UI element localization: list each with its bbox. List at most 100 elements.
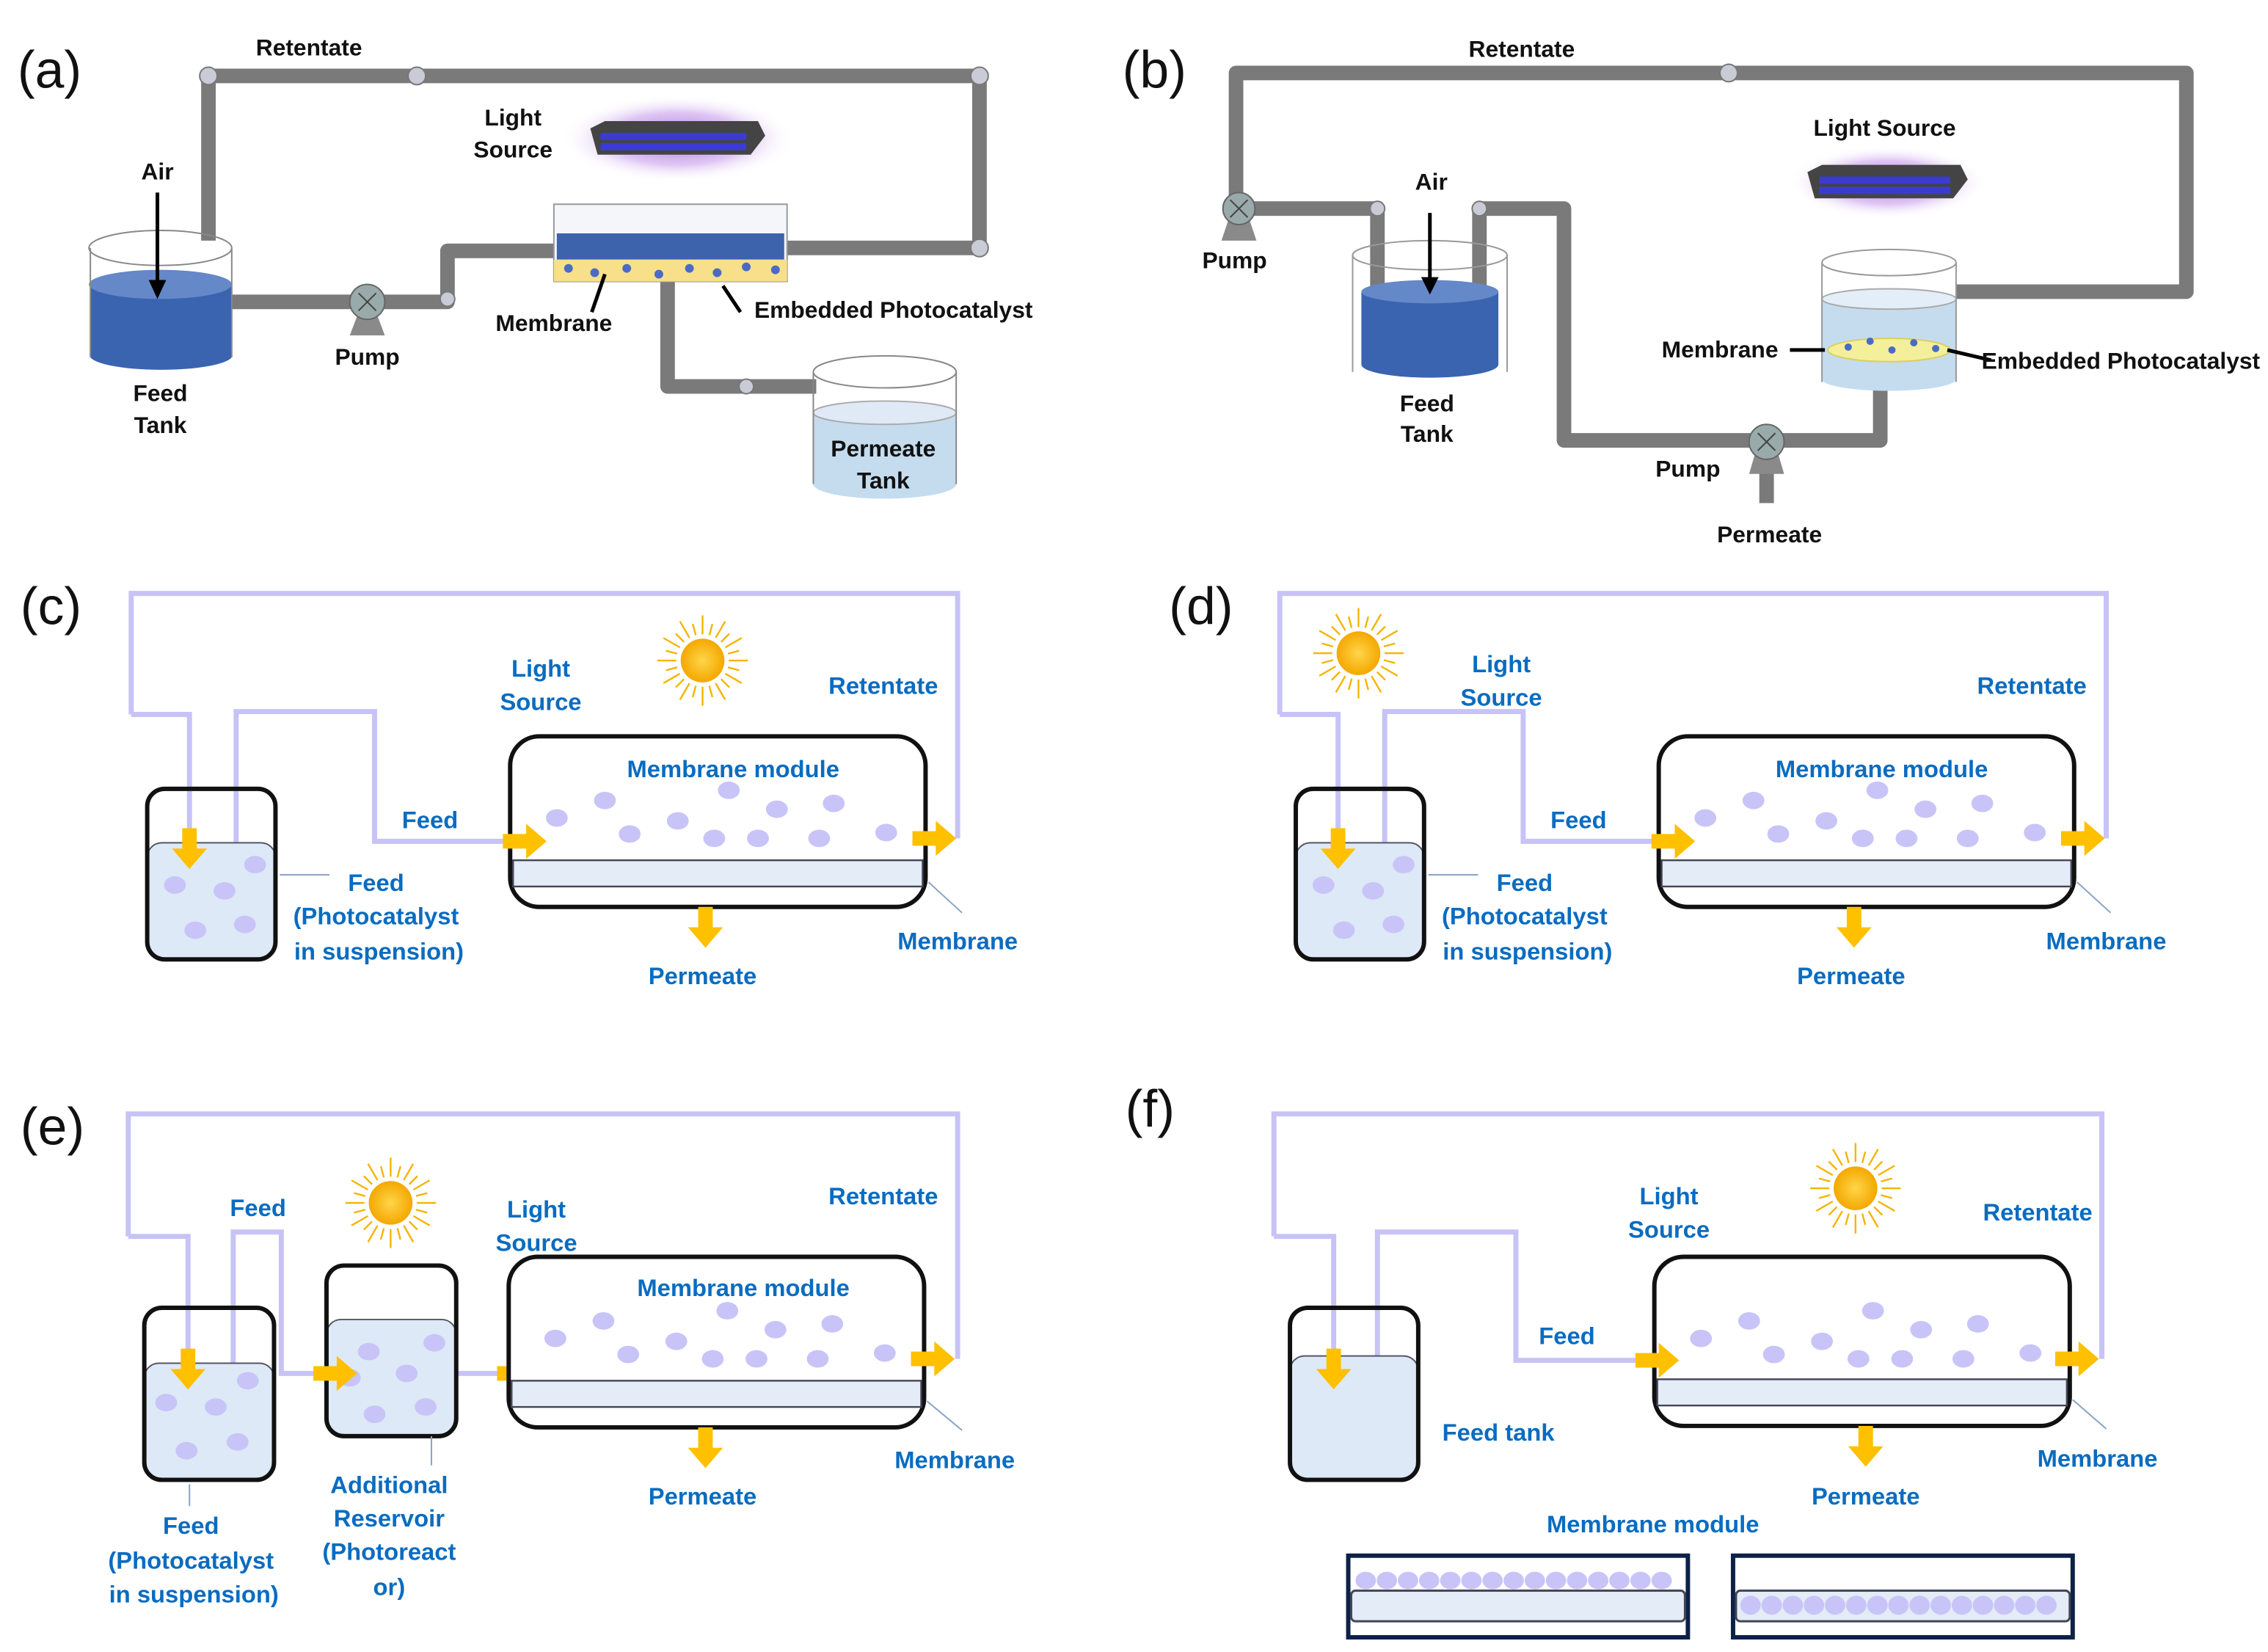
- membrane-module-icon: [1821, 248, 1957, 391]
- feed-label: Feed: [402, 806, 458, 833]
- pump-icon: [1221, 192, 1257, 241]
- flow-arrow-icon: [688, 906, 723, 948]
- reservoir-label-2: Reservoir: [334, 1504, 445, 1532]
- membrane-module: [1656, 734, 2076, 909]
- retentate-label: Retentate: [1977, 672, 2087, 699]
- light-source-label-2: Source: [500, 688, 581, 716]
- membrane-leader-line: [927, 881, 963, 914]
- membrane-leader-line: [926, 1400, 963, 1431]
- light-source-label-1: Light: [1472, 650, 1531, 677]
- feed-tank-label-2: Tank: [134, 412, 187, 438]
- flow-arrow-icon: [1651, 823, 1696, 859]
- photocatalyst-particles: [545, 781, 897, 848]
- feed-tank: [145, 786, 278, 962]
- uv-light-source-icon: [561, 95, 795, 183]
- feed-pipe: [231, 243, 557, 310]
- feed-tank-label-2: Tank: [1401, 421, 1454, 447]
- membrane-label: Membrane: [1662, 336, 1779, 363]
- flow-arrow-icon: [503, 823, 547, 859]
- flow-arrow-icon: [1848, 1425, 1884, 1467]
- permeate-tank-icon: [812, 354, 958, 499]
- photocatalyst-particles: [1690, 1302, 2042, 1368]
- flow-arrow-icon: [1320, 828, 1356, 870]
- feed-description-1: Feed: [1497, 869, 1553, 896]
- air-arrow-icon: [148, 192, 167, 299]
- light-source-label: Light Source: [1813, 114, 1955, 141]
- air-label: Air: [141, 158, 173, 184]
- sun-icon: [345, 1157, 436, 1248]
- retentate-loop: [1277, 591, 2109, 839]
- flow-arrow-icon: [688, 1427, 723, 1469]
- membrane-label: Membrane: [495, 310, 612, 336]
- sun-icon: [1810, 1143, 1901, 1234]
- uv-light-source-icon: [1788, 145, 1987, 219]
- panel-b: (b) Retentate Light Source Pump Air Feed…: [1123, 36, 2261, 548]
- photocatalyst-particles: [1312, 856, 1415, 939]
- pump-icon-2: [1748, 423, 1785, 474]
- light-source-label-2: Source: [1461, 684, 1542, 711]
- return-line: [128, 1234, 191, 1364]
- feed-line: [1374, 1229, 1655, 1364]
- feed-line: [233, 709, 511, 844]
- feed-description-3: in suspension): [294, 937, 464, 964]
- feed-tank-label: Feed tank: [1443, 1419, 1556, 1446]
- feed-tank: [1294, 786, 1426, 962]
- retentate-label: Retentate: [828, 672, 938, 699]
- photocatalyst-particles: [155, 1372, 259, 1460]
- panel-a-label: (a): [18, 40, 81, 99]
- permeate-label: Permeate: [649, 1482, 757, 1510]
- light-source-label-1: Light: [507, 1196, 566, 1223]
- return-line: [1274, 1234, 1337, 1364]
- retentate-label: Retentate: [828, 1182, 938, 1209]
- membrane-module-label: Membrane module: [627, 755, 839, 782]
- flow-arrow-icon: [1635, 1342, 1680, 1378]
- membrane-module-icon: [553, 203, 788, 283]
- leader-lines: [189, 1436, 432, 1507]
- light-source-label-1: Light: [484, 104, 542, 131]
- light-source-label-1: Light: [511, 655, 570, 682]
- permeate-pipe: [660, 281, 817, 394]
- photocatalyst-particles: [544, 1302, 896, 1368]
- membrane-label: Membrane: [894, 1447, 1015, 1474]
- reservoir-label-4: or): [373, 1573, 406, 1600]
- permeate-tank-label-2: Tank: [857, 467, 910, 494]
- reservoir-label-1: Additional: [330, 1471, 448, 1498]
- photocatalyst-label: Embedded Photocatalyst: [754, 296, 1033, 323]
- surface-catalyst-module: [1346, 1553, 1691, 1640]
- feed-description-2: (Photocatalyst: [1442, 903, 1608, 930]
- retentate-label: Retentate: [256, 34, 362, 61]
- valve-icons: [199, 66, 989, 395]
- feed-description-2: (Photocatalyst: [293, 903, 459, 930]
- photocatalyst-particles: [1694, 781, 2046, 848]
- photocatalyst-label: Embedded Photocatalyst: [1982, 348, 2261, 374]
- permeate-label: Permeate: [1812, 1482, 1920, 1510]
- flow-arrow-icon: [2054, 1341, 2099, 1377]
- feed-line: [1382, 709, 1659, 844]
- retentate-label: Retentate: [1469, 36, 1575, 62]
- panel-a: (a) Retentate Light Source Air Feed Tank…: [18, 34, 1033, 499]
- panel-label: (d): [1169, 577, 1233, 636]
- retentate-loop: [128, 591, 960, 839]
- feed-label: Feed: [230, 1194, 285, 1221]
- pump-top-label: Pump: [1202, 247, 1266, 274]
- flow-arrow-icon: [911, 1341, 955, 1377]
- permeate-label: Permeate: [649, 962, 757, 989]
- flow-arrow-icon: [2060, 820, 2105, 856]
- pump-label: Pump: [1655, 456, 1720, 482]
- air-arrow-icon: [1421, 213, 1439, 295]
- flow-arrow-icon: [912, 820, 957, 856]
- feed-tank: [142, 1306, 277, 1482]
- retentate-pipe: [1228, 65, 2194, 299]
- reservoir-label-3: (Photoreact: [322, 1538, 456, 1565]
- feed-label: Feed: [1539, 1322, 1594, 1350]
- membrane-module-label: Membrane module: [637, 1274, 849, 1301]
- pump-icon: [349, 283, 386, 336]
- membrane-label: Membrane: [897, 927, 1018, 954]
- sun-icon: [657, 615, 748, 706]
- feed-description-3: in suspension): [109, 1580, 279, 1607]
- pump-label: Pump: [335, 343, 399, 370]
